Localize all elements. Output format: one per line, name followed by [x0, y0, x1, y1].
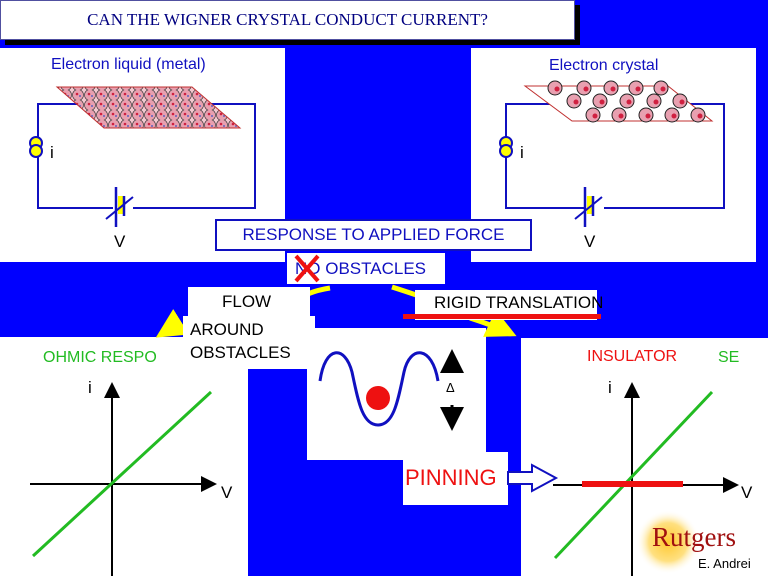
around-obstacles-box: [183, 316, 315, 369]
slide-title: CAN THE WIGNER CRYSTAL CONDUCT CURRENT?: [0, 0, 575, 40]
insulator-x-label: V: [741, 483, 753, 502]
ohmic-x-label: V: [221, 483, 233, 502]
no-obstacles-label: NO OBSTACLES: [295, 259, 426, 278]
rutgers-logo-text: Rutgers: [652, 522, 736, 552]
electron-core: [610, 86, 616, 92]
response-label: RESPONSE TO APPLIED FORCE: [215, 219, 532, 251]
obstacles-label: OBSTACLES: [190, 343, 291, 362]
electron-core: [660, 86, 666, 92]
around-label: AROUND: [190, 320, 264, 339]
pinning-label: PINNING: [405, 465, 497, 490]
pinning-potential: [318, 349, 559, 493]
arrow-to-ohmic: [155, 309, 190, 338]
electron-core: [679, 99, 685, 105]
pinning-arrow: [507, 463, 559, 493]
electron-core: [671, 113, 677, 119]
ohmic-reference-line: [553, 390, 714, 560]
insulator-y-label: i: [608, 378, 612, 397]
liquid-voltage-label: V: [114, 232, 126, 251]
electron-crystal-lattice: [547, 80, 706, 123]
electron-core: [592, 113, 598, 119]
liquid-current-label: i: [50, 143, 54, 162]
insulator-label: INSULATOR: [587, 348, 678, 365]
electron-core: [554, 86, 560, 92]
ohmic-y-label: i: [88, 378, 92, 397]
liquid-circuit: [29, 86, 256, 227]
crystal-voltage-label: V: [584, 232, 596, 251]
electron-liquid: [55, 86, 242, 129]
ohmic-panel: [0, 337, 248, 576]
rutgers-logo-sun: [636, 510, 700, 574]
crystal-label: Electron crystal: [549, 57, 659, 74]
insulator-label-tail: SE: [718, 349, 740, 366]
electron-core: [697, 113, 703, 119]
insulator-graph: [553, 382, 739, 576]
strike-line: [403, 314, 601, 319]
flow-box: [188, 287, 310, 317]
flow-label: FLOW: [222, 292, 272, 311]
electron-core: [583, 86, 589, 92]
battery-icon: [105, 187, 134, 227]
pinned-electron: [366, 386, 390, 410]
electron-core: [618, 113, 624, 119]
electron-core: [573, 99, 579, 105]
gap-symbol: Δ: [446, 380, 455, 395]
arrow-to-insulator: [469, 309, 517, 337]
electron-core: [626, 99, 632, 105]
battery-icon: [574, 187, 604, 227]
author-label: E. Andrei: [698, 556, 751, 571]
ohmic-line: [31, 390, 213, 558]
electron-core: [599, 99, 605, 105]
pinning-label-box: [403, 452, 508, 505]
electron-core: [653, 99, 659, 105]
crystal-circuit: [499, 80, 725, 227]
rigid-translation-label: RIGID TRANSLATION: [434, 293, 604, 312]
electron-core: [635, 86, 641, 92]
ohmic-label: OHMIC RESPO: [43, 349, 157, 366]
liquid-label: Electron liquid (metal): [51, 56, 206, 73]
crystal-current-label: i: [520, 143, 524, 162]
electron-core: [645, 113, 651, 119]
ohmic-graph: [30, 382, 217, 576]
